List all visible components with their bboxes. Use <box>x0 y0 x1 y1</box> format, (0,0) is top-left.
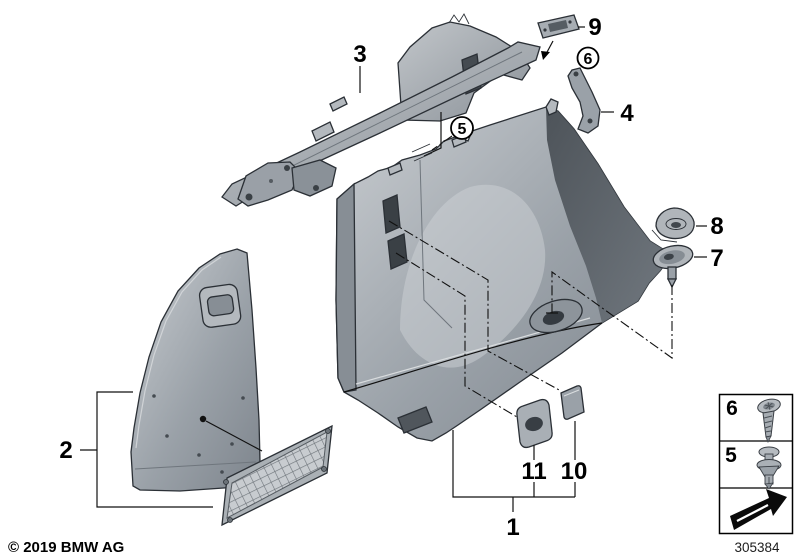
sill-trim-strip <box>221 41 541 207</box>
legend-box: 6 5 <box>718 393 794 535</box>
grommet-7 <box>652 244 707 289</box>
callout-7[interactable]: 7 <box>710 245 723 272</box>
bracket-9 <box>537 14 585 60</box>
legend-screw-label[interactable]: 6 <box>726 397 738 420</box>
panel-handle <box>198 283 242 328</box>
callout-11[interactable]: 11 <box>521 458 546 485</box>
cover-10 <box>560 385 585 420</box>
strip-tab <box>311 121 335 142</box>
panel-shadow-face <box>546 107 669 323</box>
torx-screw-icon <box>757 398 781 443</box>
callout-9[interactable]: 9 <box>588 14 601 41</box>
callout-1[interactable]: 1 <box>506 514 519 541</box>
floor-notch <box>397 406 433 434</box>
callout-labels: 3 9 4 8 7 2 1 11 10 5 6 <box>59 14 723 541</box>
panel-left-edge <box>335 182 357 393</box>
cap-8 <box>651 207 707 243</box>
callout-circled-5-label: 5 <box>458 121 467 138</box>
tie-down-recess <box>529 298 583 334</box>
clip-hole <box>382 194 401 234</box>
callout-2[interactable]: 2 <box>59 437 72 464</box>
part-number: 305384 <box>734 540 780 555</box>
hinge-bracket <box>291 159 337 197</box>
leader-lines <box>80 66 673 512</box>
callout-4[interactable]: 4 <box>620 100 634 127</box>
main-trim-panel <box>335 98 670 442</box>
legend-rivet-label[interactable]: 5 <box>725 444 737 467</box>
copyright-text: © 2019 BMW AG <box>8 539 124 556</box>
callout-3[interactable]: 3 <box>353 41 366 68</box>
direction-of-travel-arrow-icon <box>730 489 787 530</box>
callout-10[interactable]: 10 <box>561 458 588 485</box>
callout-circled-6-label: 6 <box>584 51 593 68</box>
callout-8[interactable]: 8 <box>710 213 723 240</box>
callout-circled-5[interactable]: 5 <box>450 116 474 140</box>
luggage-net <box>221 424 333 527</box>
bracket-4 <box>567 67 614 134</box>
arrowhead <box>541 51 550 60</box>
side-panel-2 <box>130 248 264 492</box>
expanding-rivet-icon <box>756 446 782 490</box>
grommet-cover-11 <box>516 398 553 449</box>
clip-hole <box>387 233 408 270</box>
top-clip <box>387 162 403 176</box>
strip-tab <box>329 96 348 112</box>
hook-clip <box>545 98 559 116</box>
wheel-arch-bulge <box>400 184 546 368</box>
callout-circled-6[interactable]: 6 <box>576 46 600 70</box>
